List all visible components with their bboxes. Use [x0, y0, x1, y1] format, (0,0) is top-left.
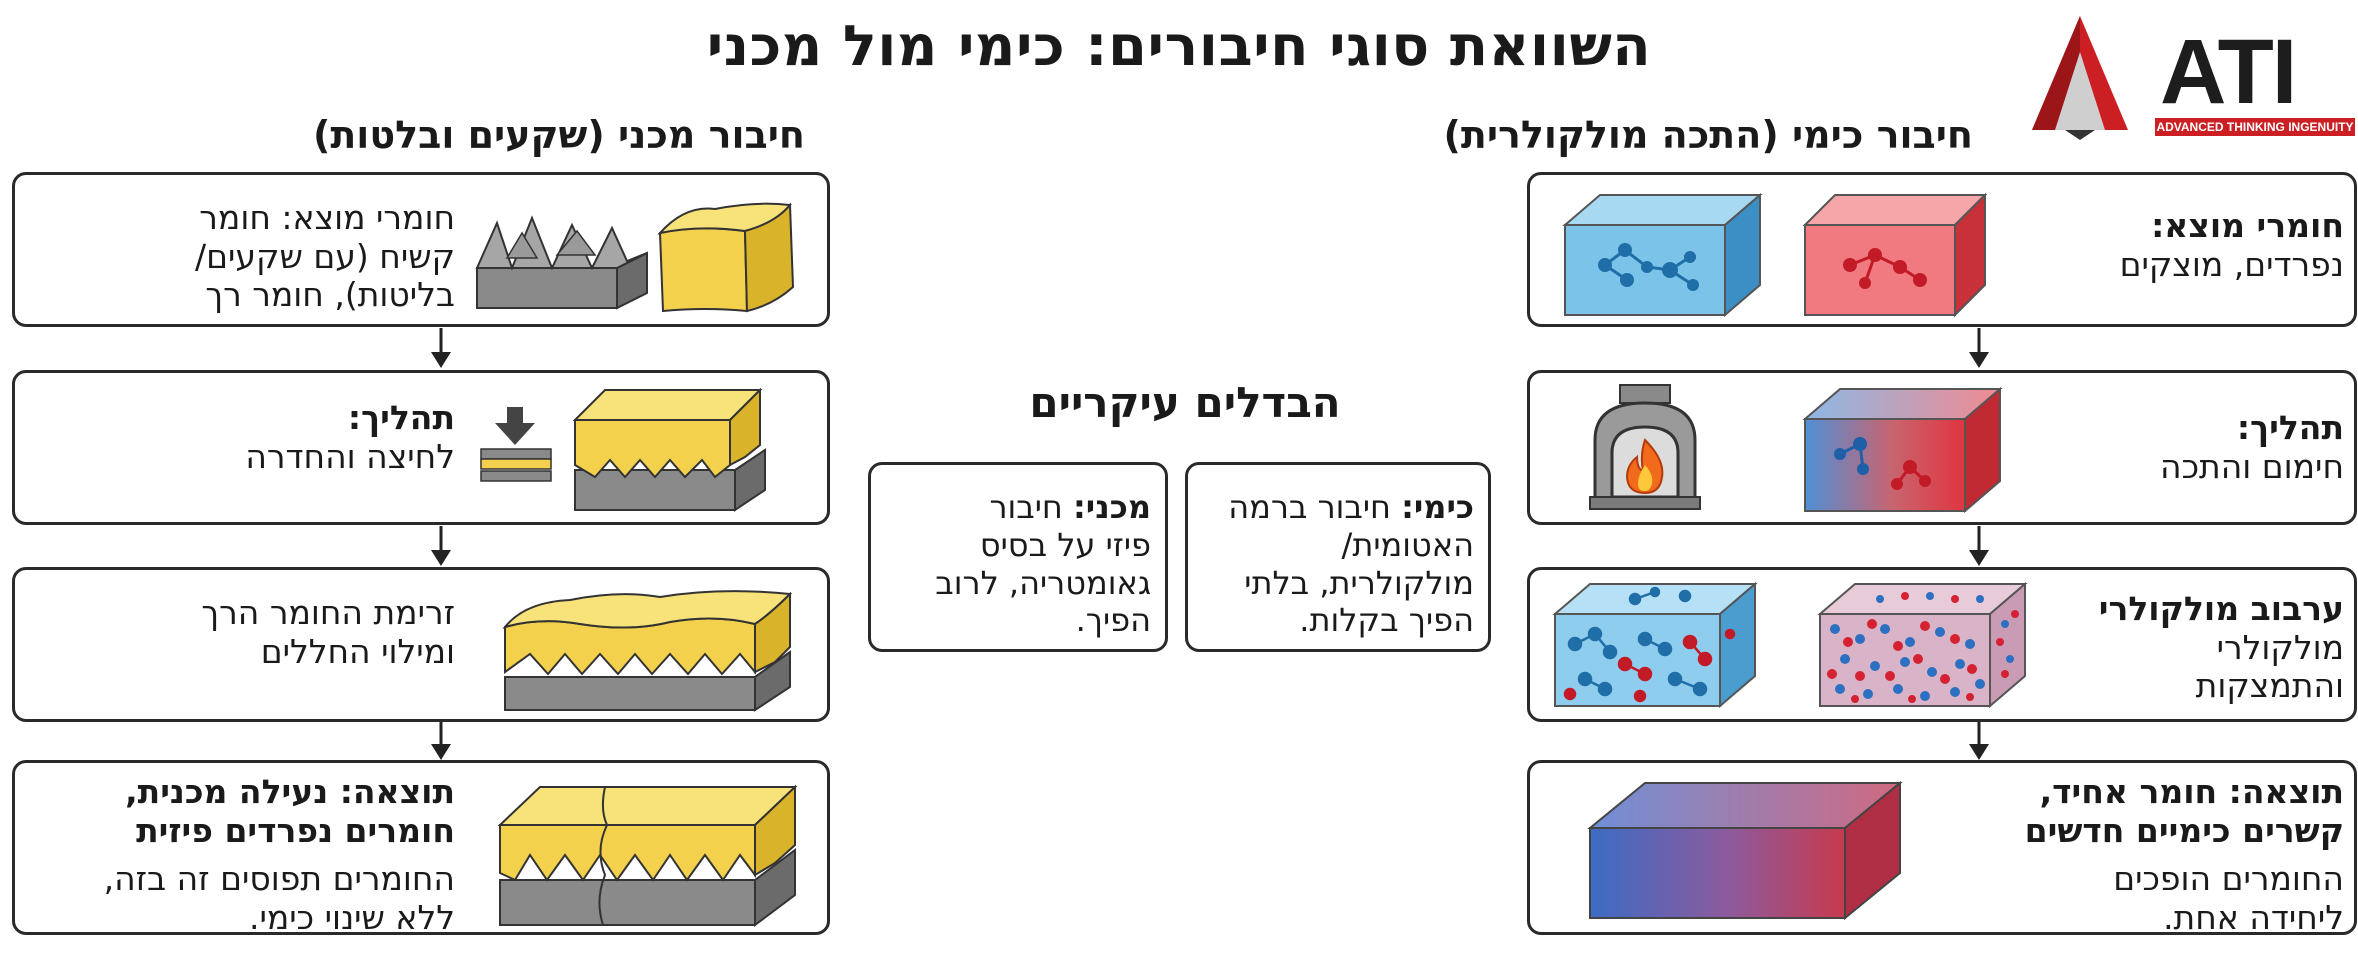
chemical-arrow-2-icon — [1969, 526, 1989, 566]
chemical-step-3-text: ערבוב מולקולרי מולקולרי והתמצקות — [2098, 589, 2344, 706]
chemical-step-2-text: תהליך: חימום והתכה — [2160, 408, 2344, 486]
chemical-step-4: תוצאה: חומר אחיד, קשרים כימיים חדשים החו… — [1527, 760, 2357, 937]
chemical-step-3: ערבוב מולקולרי מולקולרי והתמצקות — [1527, 567, 2357, 722]
chemical-arrow-3-icon — [1969, 722, 1989, 760]
mechanical-arrow-2-icon — [431, 526, 451, 566]
spiked-hard-material-icon — [475, 215, 648, 310]
press-down-icon — [480, 407, 552, 482]
logo-tagline: ADVANCED THINKING INGENUITY — [2155, 118, 2355, 136]
chemical-step-2: תהליך: חימום והתכה — [1527, 370, 2357, 525]
mechanical-step-1: חומרי מוצא: חומר קשיח (עם שקעים/ בליטות)… — [12, 172, 830, 327]
chemical-step-1: חומרי מוצא: נפרדים, מוצקים — [1527, 172, 2357, 327]
interlocked-blocks-icon — [497, 784, 798, 927]
mechanical-step-4-text: תוצאה: נעילה מכנית, חומרים נפרדים פיזית … — [103, 772, 455, 937]
soft-material-block-icon — [657, 202, 795, 313]
mixed-molecules-block-icon — [1817, 581, 2028, 709]
chemical-step-1-text: חומרי מוצא: נפרדים, מוצקים — [2119, 206, 2344, 284]
chemical-step-4-text: תוצאה: חומר אחיד, קשרים כימיים חדשים החו… — [2024, 772, 2344, 937]
mechanical-step-2-text: תהליך: לחיצה והחדרה — [245, 398, 455, 476]
mechanical-heading: חיבור מכני (שקעים ובלטות) — [312, 113, 805, 157]
mechanical-step-1-text: חומרי מוצא: חומר קשיח (עם שקעים/ בליטות)… — [195, 198, 455, 315]
logo-triangle-icon — [2032, 16, 2128, 140]
ati-logo: ATI ADVANCED THINKING INGENUITY — [2010, 12, 2355, 142]
difference-chemical-box: כימי: חיבור ברמה האטומית/ מולקולרית, בלת… — [1185, 462, 1491, 652]
mechanical-arrow-1-icon — [431, 328, 451, 368]
difference-mechanical-text: מכני: חיבור פיזי על בסיס גאומטריה, לרוב … — [935, 488, 1151, 640]
mechanical-step-3-text: זרימת החומר הרך ומילוי החללים — [201, 593, 455, 671]
furnace-flame-icon — [1589, 384, 1701, 510]
chemical-heading: חיבור כימי (התכה מולקולרית) — [1443, 113, 1973, 157]
heated-gradient-block-icon — [1802, 386, 2003, 514]
mechanical-step-3: זרימת החומר הרך ומילוי החללים — [12, 567, 830, 722]
red-solid-block-icon — [1802, 192, 1988, 318]
unified-block-icon — [1587, 780, 1903, 921]
logo-text: ATI — [2160, 21, 2297, 123]
page-title: השוואת סוגי חיבורים: כימי מול מכני — [706, 14, 1652, 79]
difference-chemical-text: כימי: חיבור ברמה האטומית/ מולקולרית, בלת… — [1228, 488, 1474, 640]
difference-mechanical-box: מכני: חיבור פיזי על בסיס גאומטריה, לרוב … — [868, 462, 1168, 652]
blue-block-mixing-icon — [1552, 581, 1758, 709]
soft-flow-filling-icon — [502, 590, 793, 712]
mechanical-step-2: תהליך: לחיצה והחדרה — [12, 370, 830, 525]
chemical-arrow-1-icon — [1969, 328, 1989, 368]
mechanical-arrow-3-icon — [431, 722, 451, 760]
differences-heading: הבדלים עיקריים — [1029, 378, 1341, 427]
pressing-block-icon — [572, 387, 766, 512]
mechanical-step-4: תוצאה: נעילה מכנית, חומרים נפרדים פיזית … — [12, 760, 830, 937]
blue-solid-block-icon — [1562, 192, 1763, 318]
